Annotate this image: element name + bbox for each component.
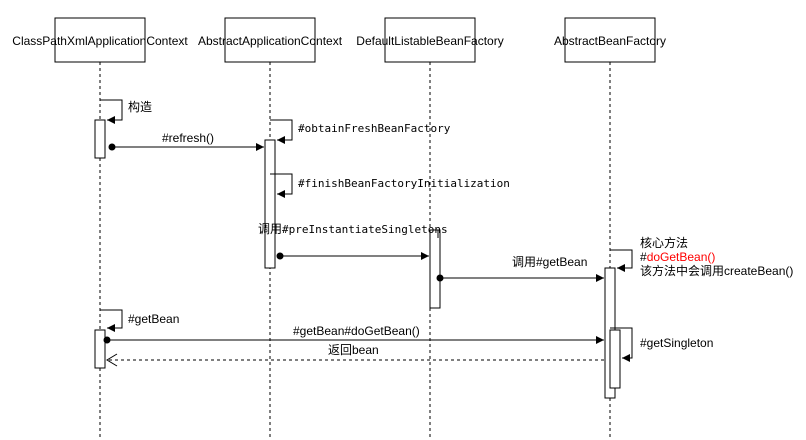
participant-label-abstract-bean-factory: AbstractBeanFactory: [554, 34, 666, 48]
self-arrow-core: [610, 249, 633, 272]
participant-label-classpath: ClassPathXmlApplicationContext: [12, 34, 188, 48]
participant-box-default-listable: [384, 17, 476, 63]
self-arrow-getbean-classpath: [100, 309, 123, 332]
label-finish: #finishBeanFactoryInitialization: [298, 177, 510, 190]
self-arrow-construct: [100, 99, 123, 124]
activation-classpath-1: [94, 119, 106, 159]
label-core-line3: 该方法中会调用createBean(): [640, 263, 793, 278]
label-core-line2: #doGetBean(): [640, 250, 715, 264]
self-arrow-obtain: [270, 119, 293, 144]
activation-default-listable: [429, 229, 441, 309]
activation-classpath-2: [94, 329, 106, 369]
label-getbean-self: #getBean: [128, 312, 179, 326]
label-getsingleton: #getSingleton: [640, 336, 713, 350]
participant-label-abstract-app-context: AbstractApplicationContext: [198, 34, 343, 48]
activation-abstract-bean-factory-2: [609, 329, 621, 389]
label-core-line1: 核心方法: [640, 235, 688, 250]
return-arrowhead: [106, 353, 118, 367]
call-line-preinstantiate: [430, 229, 439, 238]
label-getbean-dogetbean: #getBean#doGetBean(): [293, 324, 420, 338]
label-return-bean: 返回bean: [328, 343, 379, 357]
self-arrow-getsingleton: [610, 327, 633, 362]
participant-box-classpath: [54, 17, 146, 63]
self-arrow-finish: [270, 173, 293, 198]
label-preinstantiate: 调用#preInstantiateSingletons: [258, 222, 448, 236]
label-obtain: #obtainFreshBeanFactory: [298, 122, 451, 135]
participant-box-abstract-app-context: [224, 17, 316, 63]
label-construct: 构造: [128, 99, 152, 114]
label-call-getbean: 调用#getBean: [512, 255, 587, 269]
participant-label-default-listable: DefaultListableBeanFactory: [356, 34, 503, 48]
participant-box-abstract-bean-factory: [564, 17, 656, 63]
label-refresh: #refresh(): [162, 131, 214, 145]
activation-abstract-app-context: [264, 139, 276, 269]
